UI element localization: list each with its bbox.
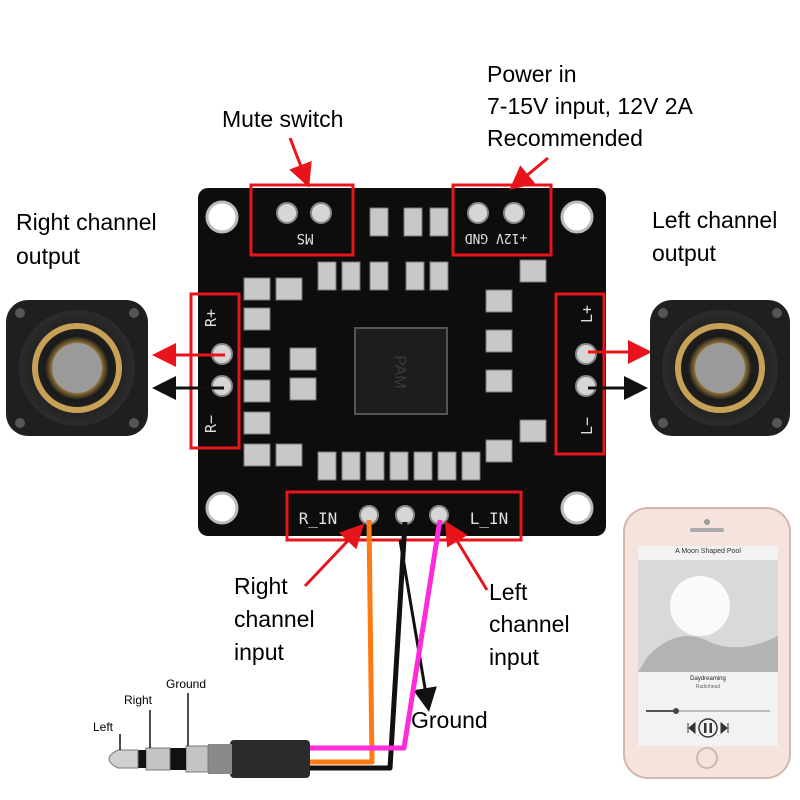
progress-handle[interactable] — [673, 708, 679, 714]
next-icon[interactable] — [720, 721, 729, 735]
ms-label: MS — [297, 230, 314, 246]
previous-icon[interactable] — [687, 721, 696, 735]
right-speaker — [6, 300, 148, 436]
mount-hole — [205, 200, 239, 234]
mute-switch-label: Mute switch — [222, 106, 344, 132]
amplifier-chip — [354, 327, 448, 415]
left-output-box — [554, 292, 606, 456]
l-plus-label: L+ — [578, 305, 596, 323]
progress-track[interactable] — [646, 710, 770, 712]
l-in-label: L_IN — [470, 509, 509, 528]
phone-album-title: A Moon Shaped Pool — [675, 548, 741, 555]
smd-components — [243, 207, 547, 481]
ground-wire — [270, 521, 408, 771]
power-label-line2: 7-15V input, 12V 2A — [487, 93, 693, 119]
r-plus-label: R+ — [202, 309, 220, 327]
amplifier-board: PAM MS +12V — [198, 188, 606, 536]
jack-ground-label: Ground — [166, 677, 207, 691]
phone-artist: Radiohead — [695, 684, 721, 690]
phone-player-graphics — [638, 560, 778, 738]
right-wire — [300, 519, 375, 765]
left-output-label-line2: output — [652, 240, 716, 266]
power-label-line3: Recommended — [487, 125, 643, 151]
chip-label: PAM — [391, 355, 408, 388]
audio-jack — [108, 740, 310, 778]
mount-hole — [205, 491, 239, 525]
left-wire — [280, 519, 443, 751]
phone-screen: A Moon Shaped Pool Daydreaming Radiohead — [638, 546, 778, 746]
play-pause-button[interactable] — [698, 718, 718, 738]
right-input-label-line1: Right — [234, 573, 288, 599]
right-input-label-line3: input — [234, 639, 284, 665]
jack-leader-lines — [119, 693, 189, 750]
phone-song-title: Daydreaming — [690, 676, 726, 682]
solder-pads — [211, 202, 597, 525]
right-input-label-line2: channel — [234, 606, 315, 632]
label-arrows — [152, 137, 652, 591]
pause-icon — [704, 723, 707, 733]
ground-label: Ground — [411, 707, 488, 733]
right-output-label-line2: output — [16, 243, 80, 269]
left-speaker — [650, 300, 790, 436]
left-input-label-line2: channel — [489, 611, 570, 637]
power-box — [451, 183, 553, 257]
mount-hole — [560, 491, 594, 525]
left-input-label-line1: Left — [489, 579, 528, 605]
r-minus-label: R− — [202, 415, 220, 433]
r-in-label: R_IN — [299, 509, 338, 528]
right-output-label-line1: Right channel — [16, 209, 157, 235]
left-input-label-line3: input — [489, 644, 539, 670]
left-output-label-line1: Left channel — [652, 207, 778, 233]
jack-right-label: Right — [124, 693, 153, 707]
mount-hole — [560, 200, 594, 234]
progress-fill — [646, 710, 676, 712]
jack-left-label: Left — [93, 720, 114, 734]
power-label-line1: Power in — [487, 61, 577, 87]
power-pin-label: +12V GND — [465, 230, 528, 245]
l-minus-label: L− — [578, 417, 596, 435]
right-output-box — [189, 292, 241, 450]
